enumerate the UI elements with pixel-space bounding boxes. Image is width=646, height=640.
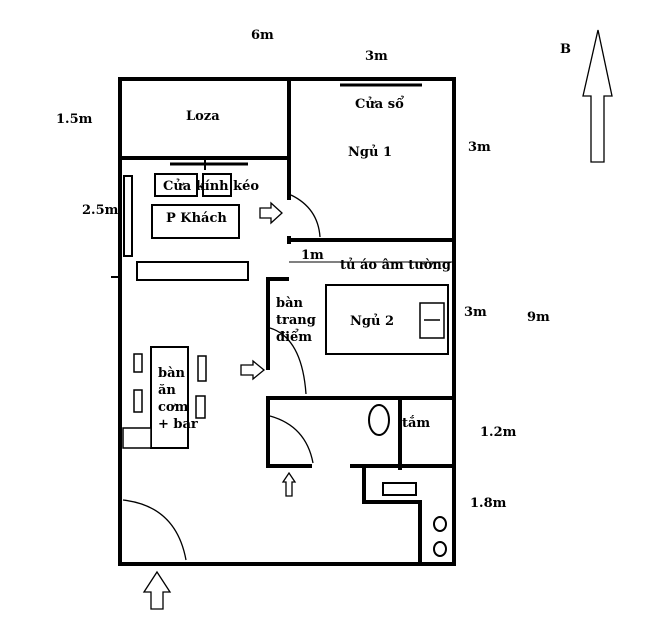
dim-bedroom1-depth: 3m bbox=[468, 140, 491, 155]
room-living-label: P Khách bbox=[166, 211, 227, 226]
dim-top-width: 6m bbox=[251, 28, 274, 43]
dim-total-length: 9m bbox=[527, 310, 550, 325]
dim-loza-depth: 1.5m bbox=[56, 112, 93, 127]
armchair-right bbox=[202, 173, 232, 197]
living-table bbox=[151, 204, 240, 239]
dim-bath-depth: 1.2m bbox=[480, 425, 517, 440]
north-arrow-icon bbox=[582, 29, 613, 163]
furniture bbox=[122, 173, 449, 557]
dining-chair-3 bbox=[197, 355, 207, 382]
living-to-bedroom1-arrow-icon bbox=[259, 201, 283, 225]
arrows bbox=[142, 201, 297, 610]
sink bbox=[382, 482, 417, 496]
dressing-table-label: bàn trang điểm bbox=[276, 296, 316, 345]
dining-chair-4 bbox=[195, 395, 206, 419]
sofa bbox=[136, 261, 249, 281]
room-bedroom2-label: Ngủ 2 bbox=[350, 314, 394, 329]
sliding-door-label: Cửa kính kéo bbox=[163, 179, 260, 194]
bath-entry-arrow-icon bbox=[281, 471, 297, 497]
wardrobe-label: tủ áo âm tường bbox=[340, 258, 451, 273]
wall-cabinet bbox=[123, 175, 133, 257]
washer-2 bbox=[433, 541, 447, 557]
dim-living-depth: 2.5m bbox=[82, 203, 119, 218]
window-label: Cửa sổ bbox=[355, 97, 404, 112]
room-bedroom1-label: Ngủ 1 bbox=[348, 145, 392, 160]
dim-wardrobe-depth: 1m bbox=[301, 248, 324, 263]
shower-label: tắm bbox=[402, 416, 431, 431]
dim-bedroom1-width: 3m bbox=[365, 49, 388, 64]
dim-laundry-depth: 1.8m bbox=[470, 496, 507, 511]
interior-walls bbox=[120, 79, 456, 566]
dining-chair-2 bbox=[133, 389, 143, 413]
main-entry-arrow-icon bbox=[142, 570, 172, 610]
toilet bbox=[368, 404, 390, 436]
dining-label: bàn ăn cơm + bar bbox=[158, 366, 198, 432]
dim-bedroom2-depth: 3m bbox=[464, 305, 487, 320]
door-swings bbox=[122, 194, 321, 561]
dining-chair-1 bbox=[133, 353, 143, 373]
armchair-left bbox=[154, 173, 198, 197]
bar-counter bbox=[122, 427, 152, 449]
dining-table bbox=[150, 346, 189, 449]
compass-north-label: B bbox=[560, 42, 571, 57]
room-loza-label: Loza bbox=[186, 109, 220, 124]
dining-to-bedroom2-arrow-icon bbox=[240, 359, 266, 381]
washer-1 bbox=[433, 516, 447, 532]
